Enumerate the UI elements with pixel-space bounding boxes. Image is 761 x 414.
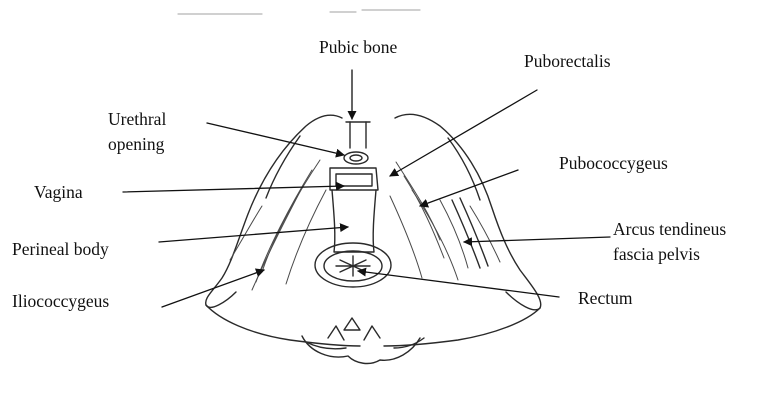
- leader-rectum: [358, 271, 559, 297]
- label-iliococcygeus: Iliococcygeus: [12, 290, 109, 312]
- rectum-shape: [315, 243, 391, 287]
- leader-urethral-opening: [207, 123, 344, 155]
- levator-ani-fibres: [230, 160, 500, 290]
- leader-vagina: [123, 186, 344, 192]
- label-urethral-opening-line1: Urethral: [108, 108, 166, 130]
- leader-iliococcygeus: [162, 270, 264, 307]
- label-puborectalis: Puborectalis: [524, 50, 611, 72]
- vagina-shape: [330, 168, 378, 252]
- label-pubococcygeus: Pubococcygeus: [559, 152, 668, 174]
- leader-pubococcygeus: [420, 170, 518, 206]
- coccyx: [328, 318, 380, 340]
- leader-lines: [123, 70, 610, 307]
- label-rectum: Rectum: [578, 287, 632, 309]
- label-pubic-bone: Pubic bone: [319, 36, 397, 58]
- label-vagina: Vagina: [34, 181, 83, 203]
- label-urethral-opening-line2: opening: [108, 133, 164, 155]
- arcus-band: [452, 198, 488, 268]
- urethra-shape: [344, 152, 368, 164]
- leader-perineal-body: [159, 227, 348, 242]
- pubic-bone: [346, 122, 370, 148]
- scan-marks: [178, 10, 420, 14]
- label-arcus-line2: fascia pelvis: [613, 243, 700, 265]
- label-perineal-body: Perineal body: [12, 238, 109, 260]
- label-arcus-line1: Arcus tendineus: [613, 218, 726, 240]
- leader-arcus: [464, 237, 610, 242]
